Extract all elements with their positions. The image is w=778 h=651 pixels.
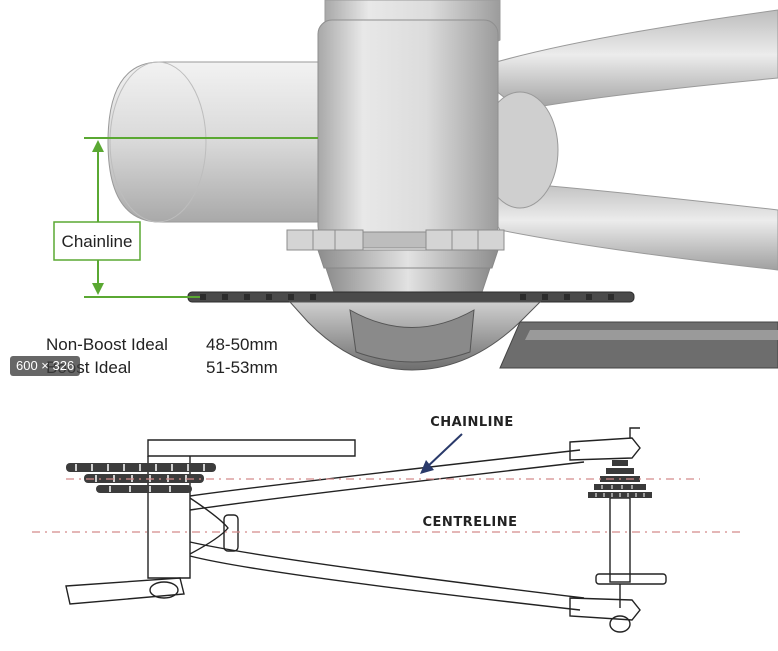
chainline-dimension-label: Chainline xyxy=(62,232,133,251)
image-size-badge: 600 × 326 xyxy=(10,356,81,376)
arrow-down-icon xyxy=(92,283,104,295)
spec-value-boost: 51-53mm xyxy=(206,358,278,377)
chainline-label-box xyxy=(53,221,141,261)
spec-value-non-boost: 48-50mm xyxy=(206,335,278,354)
chainline-drawing-panel: CHAINLINE CENTRELINE xyxy=(0,378,778,651)
bottom-bracket-render: Chainline Non-Boost Ideal 48-50mm Boost … xyxy=(46,0,778,377)
spec-name-non-boost: Non-Boost Ideal xyxy=(46,335,168,354)
chainring-stack xyxy=(66,463,216,493)
chainline-label: CHAINLINE xyxy=(430,415,514,430)
centreline-label: CENTRELINE xyxy=(423,515,518,530)
pointer-arrow-icon xyxy=(420,460,434,474)
arrow-up-icon xyxy=(92,140,104,152)
rear-triangle-drawing: CHAINLINE CENTRELINE xyxy=(32,415,740,633)
chainline-render-panel: Chainline Non-Boost Ideal 48-50mm Boost … xyxy=(46,0,778,377)
